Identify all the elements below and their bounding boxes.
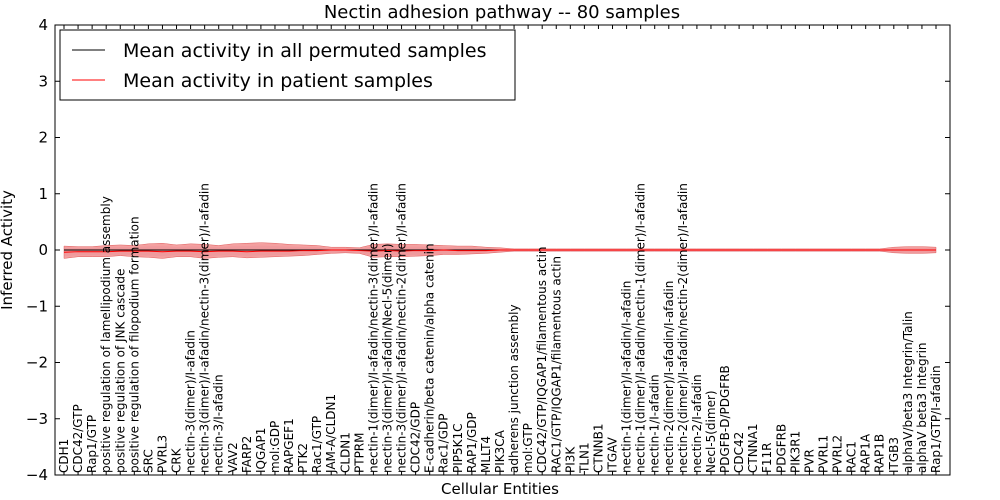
x-tick-label: CTNNA1	[746, 423, 760, 473]
chart-title: Nectin adhesion pathway -- 80 samples	[324, 2, 680, 23]
x-tick-label: CDC42/GTP/IQGAP1/filamentous actin	[535, 247, 549, 473]
x-tick-label: ITGAV	[606, 436, 620, 473]
x-tick-label: VAV2	[226, 442, 240, 473]
x-tick-label: Necl-5(dimer)	[704, 390, 718, 473]
x-tick-label: CDC42/GTP	[71, 404, 85, 473]
x-tick-label: nectin-3/I-afadin	[212, 374, 226, 473]
y-tick-label: 0	[38, 241, 48, 259]
x-tick-label: CRK	[170, 447, 184, 473]
x-tick-label: PI3K	[563, 446, 577, 473]
y-axis-label: Inferred Activity	[0, 190, 16, 310]
legend-label-permuted: Mean activity in all permuted samples	[123, 40, 486, 62]
x-tick-label: PDGFRB	[774, 424, 788, 473]
x-tick-label: Rac1/GDP	[437, 414, 451, 473]
x-tick-label: RAPGEF1	[282, 418, 296, 473]
x-tick-label: F11R	[760, 442, 774, 473]
x-tick-label: TLN1	[577, 442, 591, 474]
x-tick-label: nectin-3(dimer)/I-afadin/Necl-5(dimer)	[380, 243, 394, 473]
x-tick-label: nectin-2(dimer)/I-afadin/nectin-2(dimer)…	[676, 183, 690, 473]
y-tick-label: 3	[38, 72, 48, 90]
y-tick-label: 1	[38, 185, 48, 203]
line-patient-mean	[63, 249, 936, 253]
x-tick-label: nectin-3(dimer)/I-afadin	[184, 330, 198, 473]
x-tick-label: PTPRM	[352, 433, 366, 474]
x-tick-label: MLLT4	[479, 436, 493, 473]
x-tick-label: positive regulation of lamellipodium ass…	[99, 196, 113, 473]
patient-variance-band	[63, 242, 937, 259]
x-tick-label: RAP1B	[873, 434, 887, 473]
x-tick-label: mol:GDP	[268, 421, 282, 473]
x-axis-label: Cellular Entities	[441, 480, 559, 498]
x-tick-label: JAM-A/CLDN1	[324, 394, 338, 474]
x-tick-label: positive regulation of filopodium format…	[127, 216, 141, 473]
x-tick-label: RAC1	[845, 441, 859, 473]
x-tick-label: PTK2	[296, 443, 310, 473]
x-tick-label: nectin-3(dimer)/I-afadin/nectin-2(dimer)…	[395, 183, 409, 473]
x-tick-label: SRC	[141, 449, 155, 473]
x-tick-label: CDC42	[732, 432, 746, 473]
x-tick-label: CDH1	[57, 439, 71, 473]
x-tick-label: nectin-1(dimer)/I-afadin/nectin-3(dimer)…	[366, 183, 380, 473]
legend-label-patient: Mean activity in patient samples	[123, 70, 433, 92]
x-tick-label: nectin-1(dimer)/I-afadin/nectin-1(dimer)…	[634, 183, 648, 473]
y-tick-label: −3	[26, 410, 48, 428]
x-tick-label: alphaV beta3 Integrin	[915, 342, 929, 473]
x-tick-label: CLDN1	[338, 432, 352, 473]
x-tick-label: positive regulation of JNK cascade	[113, 269, 127, 473]
x-tick-label: nectin-3(dimer)/I-afadin/nectin-3(dimer)…	[198, 183, 212, 473]
x-tick-label: E-cadherin/beta catenin/alpha catenin	[423, 243, 437, 473]
x-tick-label: nectin-1/I-afadin	[648, 374, 662, 473]
x-tick-label: PVR	[802, 449, 816, 473]
plot-frame	[54, 24, 951, 476]
x-tick-label: Rap1/GTP	[85, 415, 99, 473]
x-tick-label: CTNNB1	[591, 423, 605, 473]
x-tick-label: PVRL2	[831, 435, 845, 473]
y-tick-label: −1	[26, 297, 48, 315]
x-tick-label: RAP1A	[859, 433, 873, 473]
x-tick-label: nectin-2/I-afadin	[690, 374, 704, 473]
x-tick-label: ITGB3	[887, 437, 901, 473]
x-tick-label: PIK3CA	[493, 429, 507, 473]
legend: Mean activity in all permuted samples Me…	[59, 29, 516, 101]
y-tick-label: −2	[26, 354, 48, 372]
y-tick-label: 2	[38, 129, 48, 147]
legend-box	[59, 29, 516, 101]
x-tick-label: alphaV/beta3 Integrin/Talin	[901, 311, 915, 473]
x-tick-label: RAC1/GTP/IQGAP1/filamentous actin	[549, 256, 563, 473]
x-tick-label: CDC42/GDP	[409, 402, 423, 473]
x-tick-label: Rac1/GTP	[310, 416, 324, 473]
x-tick-label: PVRL1	[816, 435, 830, 473]
y-tick-label: −4	[26, 466, 48, 484]
x-tick-label: IQGAP1	[254, 428, 268, 473]
x-tick-label: nectin-1(dimer)/I-afadin/I-afadin	[620, 281, 634, 473]
x-tick-label: adherens junction assembly	[507, 304, 521, 473]
x-tick-label: PIK3R1	[788, 431, 802, 473]
y-tick-label: 4	[38, 16, 48, 34]
x-tick-label: RAP1/GDP	[465, 412, 479, 473]
x-tick-label: PDGFB-D/PDGFRB	[718, 365, 732, 473]
x-tick-label: FARP2	[240, 436, 254, 473]
x-tick-label: mol:GTP	[521, 423, 535, 473]
x-tick-label: nectin-2(dimer)/I-afadin/I-afadin	[662, 281, 676, 473]
x-tick-label: PIP5K1C	[451, 423, 465, 473]
x-tick-label: PVRL3	[155, 435, 169, 473]
x-tick-label: Rap1/GTP/I-afadin	[929, 365, 943, 473]
